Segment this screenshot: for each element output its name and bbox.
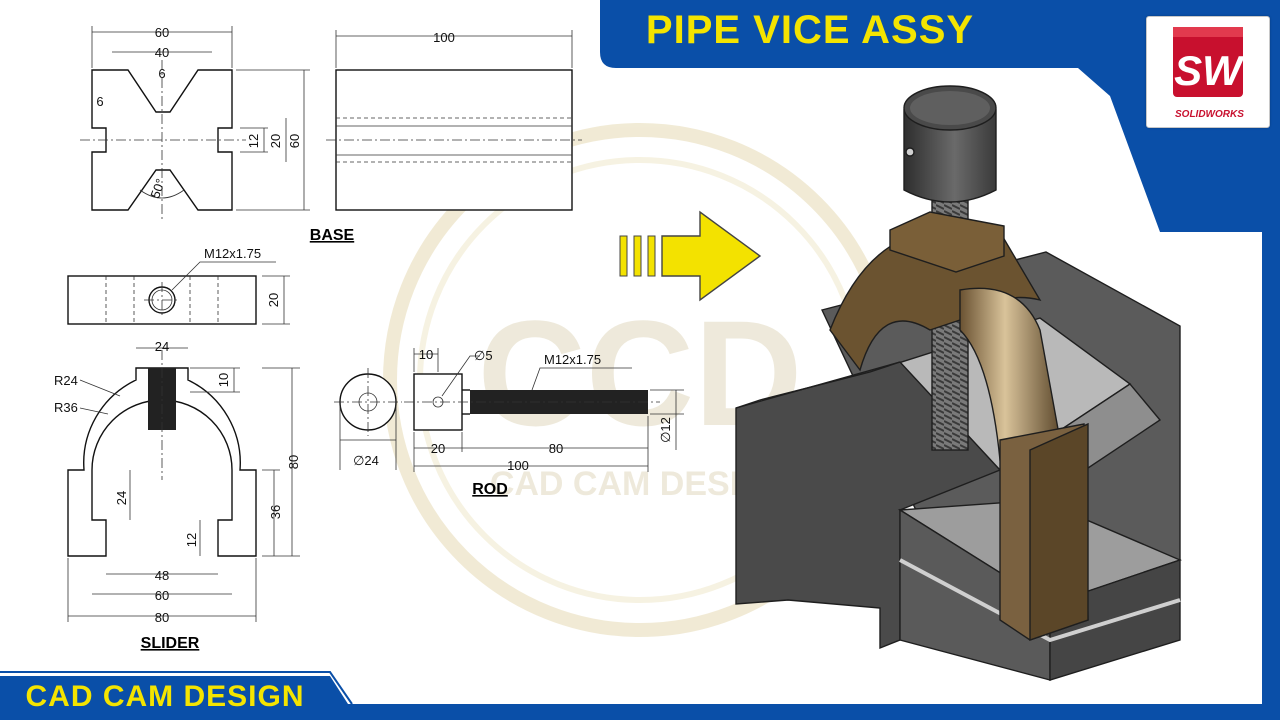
rod-dim-head-width: 20 bbox=[431, 441, 445, 456]
slider-dim-leg-height: 36 bbox=[268, 505, 283, 519]
pipe-vice-3d-model bbox=[735, 85, 1182, 681]
logo-letters: SW bbox=[1174, 47, 1245, 94]
slider-dim-inner-radius: R24 bbox=[54, 373, 78, 388]
base-dim-length: 100 bbox=[433, 30, 455, 45]
base-label: BASE bbox=[310, 227, 355, 244]
base-dim-width: 60 bbox=[155, 25, 169, 40]
slider-dim-total-width: 80 bbox=[155, 610, 169, 625]
base-dim-vee-flat: 6 bbox=[158, 66, 165, 81]
slider-dim-foot: 12 bbox=[184, 533, 199, 547]
solidworks-logo: SW SOLIDWORKS bbox=[1146, 16, 1270, 128]
base-dim-vee-top: 40 bbox=[155, 45, 169, 60]
base-dim-slot: 12 bbox=[246, 134, 261, 148]
slider-top-view bbox=[67, 261, 290, 325]
slider-dim-total-height: 80 bbox=[286, 455, 301, 469]
slider-dim-inner-span: 48 bbox=[155, 568, 169, 583]
slider-thread-callout: M12x1.75 bbox=[204, 246, 261, 261]
rod-label: ROD bbox=[472, 481, 508, 498]
solidworks-logo-icon: SW bbox=[1173, 27, 1245, 97]
base-dim-height: 60 bbox=[287, 134, 302, 148]
base-dim-side-depth: 6 bbox=[96, 94, 103, 109]
right-arrow-icon bbox=[619, 210, 762, 302]
slider-dim-outer-radius: R36 bbox=[54, 400, 78, 415]
rod-dim-shaft-dia: ∅12 bbox=[658, 417, 673, 443]
rod-views bbox=[334, 348, 684, 472]
rod-dim-thread-len: 80 bbox=[549, 441, 563, 456]
page-title: PIPE VICE ASSY bbox=[645, 8, 975, 52]
slider-dim-inner-leg: 24 bbox=[114, 491, 129, 505]
slider-dim-mid-span: 60 bbox=[155, 588, 169, 603]
base-dim-slot-span: 20 bbox=[268, 134, 283, 148]
slider-label: SLIDER bbox=[141, 635, 200, 652]
rod-dim-total-len: 100 bbox=[507, 458, 529, 473]
rod-thread-callout: M12x1.75 bbox=[544, 352, 601, 367]
logo-wordmark: SOLIDWORKS bbox=[1175, 109, 1244, 120]
rod-dim-head-len: 10 bbox=[419, 347, 433, 362]
slider-dim-top-view-height: 20 bbox=[266, 293, 281, 307]
rod-dim-head-dia: ∅24 bbox=[353, 453, 379, 468]
slider-dim-boss-depth: 10 bbox=[216, 373, 231, 387]
slider-front-view bbox=[67, 347, 300, 622]
slider-dim-top-width: 24 bbox=[155, 339, 169, 354]
base-front-view bbox=[80, 26, 310, 220]
brand-name: CAD CAM DESIGN bbox=[25, 680, 305, 713]
base-dim-angle: 50° bbox=[147, 177, 168, 201]
base-side-view bbox=[326, 30, 582, 211]
rod-dim-hole-dia: ∅5 bbox=[474, 348, 493, 363]
